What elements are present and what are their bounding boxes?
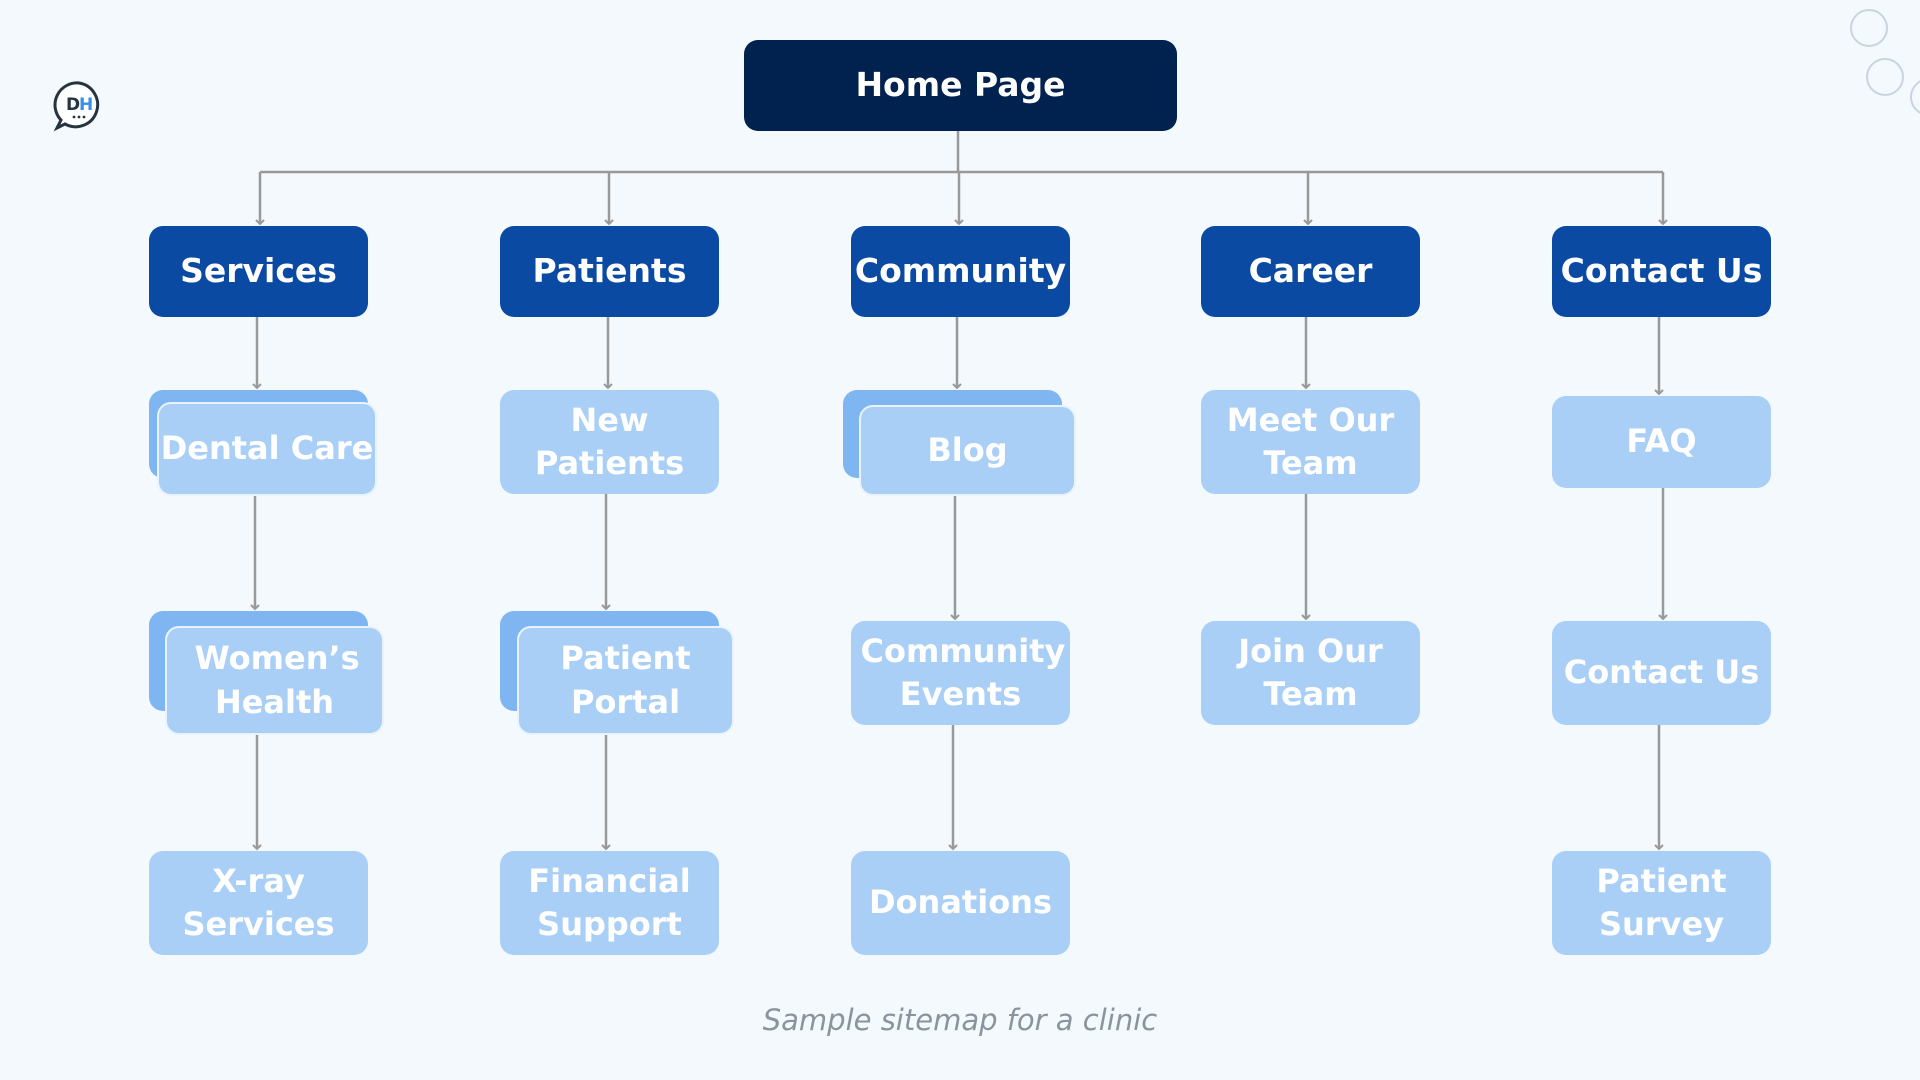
- node-label: New Patients: [534, 400, 685, 482]
- node-patients: Patients: [500, 226, 719, 317]
- node-label: Patient Portal: [560, 639, 691, 721]
- node-label: Community: [854, 251, 1067, 291]
- brand-logo-icon: D H: [53, 80, 105, 132]
- node-home-page: Home Page: [744, 40, 1177, 131]
- node-services: Services: [149, 226, 368, 317]
- node-womens-health: Women’s Health: [165, 626, 384, 735]
- node-financial-support: Financial Support: [500, 851, 719, 955]
- node-faq: FAQ: [1552, 396, 1771, 488]
- node-label: Women’s Health: [194, 639, 360, 721]
- node-label: Blog: [927, 430, 1008, 469]
- node-meet-our-team: Meet Our Team: [1201, 390, 1420, 494]
- node-dental-care: Dental Care: [157, 402, 377, 496]
- node-new-patients: New Patients: [500, 390, 719, 494]
- decorative-circle: [1850, 9, 1888, 47]
- node-label: Contact Us: [1563, 653, 1760, 692]
- node-label: Community Events: [860, 631, 1066, 713]
- node-community-events: Community Events: [851, 621, 1070, 725]
- node-contact-us: Contact Us: [1552, 226, 1771, 317]
- node-label: Join Our Team: [1238, 631, 1383, 713]
- diagram-caption: Sample sitemap for a clinic: [762, 1003, 1158, 1037]
- node-label: Contact Us: [1560, 251, 1763, 291]
- node-blog: Blog: [859, 405, 1076, 496]
- node-contact-us-page: Contact Us: [1552, 621, 1771, 725]
- node-donations: Donations: [851, 851, 1070, 955]
- node-career: Career: [1201, 226, 1420, 317]
- node-join-our-team: Join Our Team: [1201, 621, 1420, 725]
- node-label: Financial Support: [528, 861, 691, 943]
- node-label: FAQ: [1626, 422, 1697, 461]
- node-x-ray-services: X-ray Services: [149, 851, 368, 955]
- node-patient-portal: Patient Portal: [517, 626, 734, 735]
- logo-letter-h: H: [79, 95, 93, 115]
- node-label: X-ray Services: [182, 861, 335, 943]
- node-label: Donations: [869, 883, 1052, 922]
- node-patient-survey: Patient Survey: [1552, 851, 1771, 955]
- decorative-circle: [1866, 58, 1904, 96]
- node-label: Dental Care: [160, 429, 374, 468]
- node-label: Career: [1248, 251, 1373, 291]
- node-label: Services: [180, 251, 337, 291]
- node-label: Home Page: [855, 65, 1066, 105]
- node-label: Meet Our Team: [1226, 400, 1395, 482]
- node-community: Community: [851, 226, 1070, 317]
- node-label: Patients: [532, 251, 687, 291]
- logo-letter-d: D: [66, 95, 80, 115]
- node-label: Patient Survey: [1596, 861, 1727, 943]
